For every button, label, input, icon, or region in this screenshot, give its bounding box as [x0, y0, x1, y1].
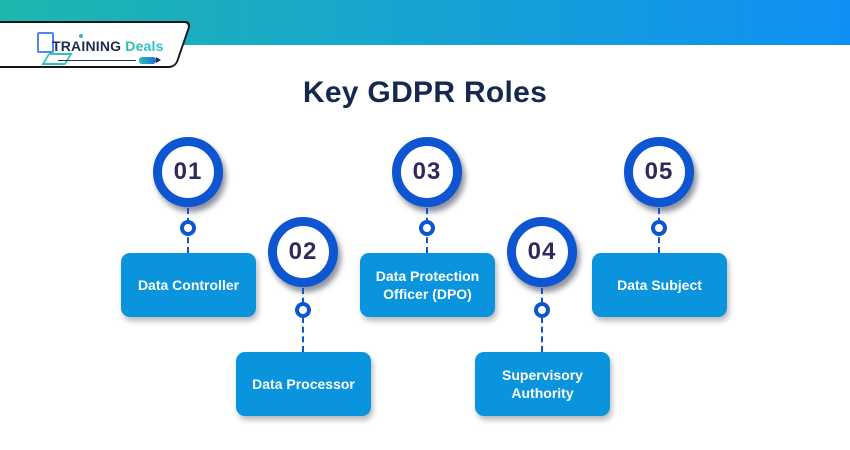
role-1-connector-dot [180, 220, 196, 236]
role-3-connector-dot [419, 220, 435, 236]
role-1-label: Data Controller [137, 276, 240, 293]
role-5-number: 05 [644, 158, 674, 185]
logo-text-secondary: Deals [125, 38, 164, 54]
role-4-box: Supervisory Authority [475, 352, 610, 416]
role-2-connector-dot [295, 302, 311, 318]
logo-underline [58, 60, 136, 61]
logo-i-dot-icon [79, 34, 83, 38]
role-2-label: Data Processor [252, 375, 355, 392]
role-5-number-circle: 05 [624, 137, 694, 207]
role-2-connector-line [302, 288, 304, 352]
page-title: Key GDPR Roles [302, 76, 548, 109]
role-5-box: Data Subject [592, 253, 727, 317]
role-1-box: Data Controller [121, 253, 256, 317]
role-3-label: Data Protection Officer (DPO) [375, 267, 480, 302]
logo-flag-icon [41, 53, 73, 65]
role-1-number-circle: 01 [153, 137, 223, 207]
role-4-number: 04 [527, 238, 557, 265]
pencil-icon [139, 57, 161, 64]
role-5-connector-dot [651, 220, 667, 236]
role-4-connector-dot [534, 302, 550, 318]
role-3-box: Data Protection Officer (DPO) [360, 253, 495, 317]
logo-book-icon [37, 32, 54, 53]
role-3-number-circle: 03 [392, 137, 462, 207]
role-3-number: 03 [412, 158, 442, 185]
role-5-label: Data Subject [617, 276, 702, 293]
role-4-number-circle: 04 [507, 217, 577, 287]
role-4-connector-line [541, 288, 543, 352]
role-4-label: Supervisory Authority [502, 366, 583, 401]
logo-text-primary: TRAINING [52, 38, 122, 54]
role-1-number: 01 [173, 158, 203, 185]
role-2-box: Data Processor [236, 352, 371, 416]
role-2-number-circle: 02 [268, 217, 338, 287]
role-2-number: 02 [288, 238, 318, 265]
